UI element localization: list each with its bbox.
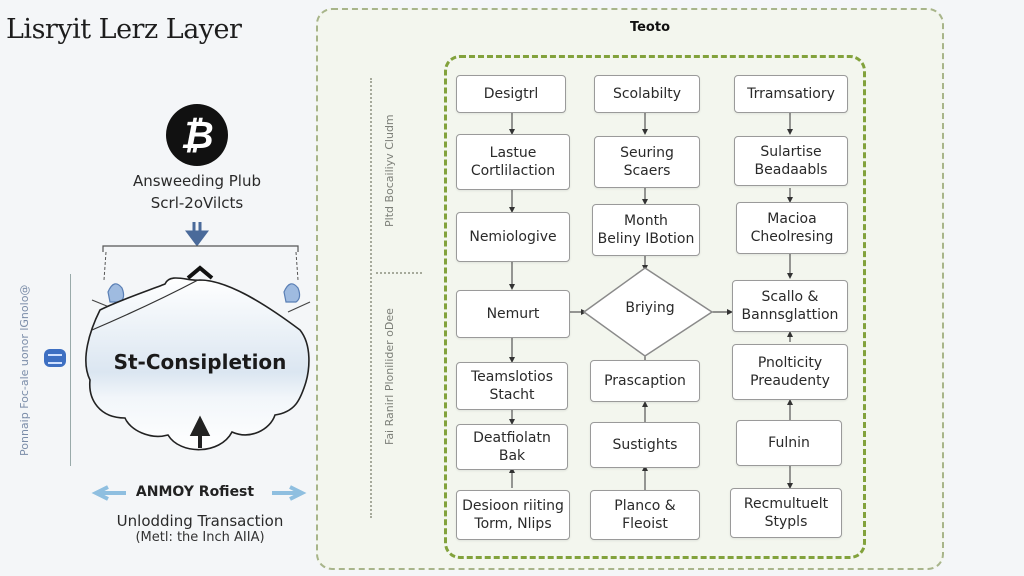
right-bell-icon — [283, 283, 301, 303]
side-bracket — [376, 272, 422, 274]
node-label: Recmultuelt Stypls — [743, 496, 829, 530]
node-label: Teamslotios Stacht — [471, 369, 553, 403]
flow-node[interactable]: Pnolticity Preaudenty — [732, 344, 848, 400]
node-label: Sulartise Beadaabls — [754, 144, 828, 178]
flow-node[interactable]: Nemiologive — [456, 212, 570, 262]
flow-node[interactable]: Sustights — [590, 422, 700, 468]
left-bell-icon — [107, 283, 125, 303]
flow-node[interactable]: Seuring Scaers — [594, 136, 700, 188]
bottom-line-1: Unlodding Transaction — [116, 512, 284, 530]
flow-node[interactable]: Lastue Cortlilaction — [456, 134, 570, 190]
bottom-line-2: (Metl: the Inch AIIA) — [135, 530, 265, 545]
up-arrow-icon — [189, 415, 211, 448]
node-label: Desioon riiting Torm, Nlips — [462, 498, 564, 532]
node-label: Fulnin — [768, 435, 810, 451]
side-label-bottom: Fai Ranirl Plonilider oDee — [383, 308, 396, 446]
flow-node[interactable]: Sulartise Beadaabls — [734, 136, 848, 186]
flow-node[interactable]: Desioon riiting Torm, Nlips — [456, 490, 570, 540]
chat-icon — [44, 349, 66, 367]
split-bracket — [102, 245, 299, 252]
node-label: Sustights — [612, 437, 678, 453]
page-title: Lisryit Lerz Layer — [6, 14, 242, 45]
flow-node[interactable]: Nemurt — [456, 290, 570, 338]
subtitle-line-1: Answeeding Plub — [132, 172, 262, 190]
side-label-top: Pltd Bocailiyv Cludm — [383, 114, 396, 228]
node-label: Lastue Cortlilaction — [470, 145, 556, 179]
decision-label: Briying — [625, 300, 675, 316]
node-label: Month Beliny IBotion — [597, 213, 695, 247]
flow-node[interactable]: Macioa Cheolresing — [736, 202, 848, 254]
side-dotted-line — [370, 78, 372, 518]
inner-flow-container — [444, 55, 866, 559]
left-divider — [70, 274, 71, 466]
cloud-label: St-Consipletion — [113, 350, 287, 374]
bitcoin-icon: ₿ — [166, 104, 228, 166]
flow-node[interactable]: Scolabilty — [594, 75, 700, 113]
flow-node[interactable]: Recmultuelt Stypls — [730, 488, 842, 538]
flow-node[interactable]: Deatfiolatn Bak — [456, 424, 568, 470]
diagram-header: Teoto — [629, 20, 671, 35]
node-label: Deatfiolatn Bak — [473, 430, 551, 464]
node-label: Nemiologive — [469, 229, 557, 245]
flow-node[interactable]: Scallo & Bannsglattion — [732, 280, 848, 332]
left-arrow-icon — [91, 485, 126, 501]
flow-node[interactable]: Desigtrl — [456, 75, 566, 113]
flow-node[interactable]: Planco & Fleoist — [590, 490, 700, 540]
node-label: Prascaption — [604, 373, 686, 389]
subtitle-line-2: Scrl-2oVilcts — [150, 194, 244, 212]
node-label: Scolabilty — [612, 86, 682, 102]
right-arrow-icon — [272, 485, 307, 501]
merge-chevron-icon — [186, 265, 214, 280]
node-label: Planco & Fleoist — [614, 498, 676, 532]
flow-node[interactable]: Prascaption — [590, 360, 700, 402]
node-label: Scallo & Bannsglattion — [741, 289, 839, 323]
node-label: Desigtrl — [483, 86, 539, 102]
flow-node[interactable]: Teamslotios Stacht — [456, 362, 568, 410]
flow-node[interactable]: Trramsatiory — [734, 75, 848, 113]
node-label: Nemurt — [486, 306, 540, 322]
node-label: Trramsatiory — [747, 86, 835, 102]
node-label: Seuring Scaers — [620, 145, 674, 179]
node-label: Pnolticity Preaudenty — [750, 355, 830, 389]
node-label: Macioa Cheolresing — [750, 211, 834, 245]
flow-node[interactable]: Fulnin — [736, 420, 842, 466]
flow-node[interactable]: Month Beliny IBotion — [592, 204, 700, 256]
bottom-heading: ANMOY Rofiest — [135, 484, 255, 500]
down-arrow-icon — [185, 222, 209, 247]
decision-diamond[interactable] — [582, 267, 714, 357]
cloud-shape — [85, 277, 310, 451]
